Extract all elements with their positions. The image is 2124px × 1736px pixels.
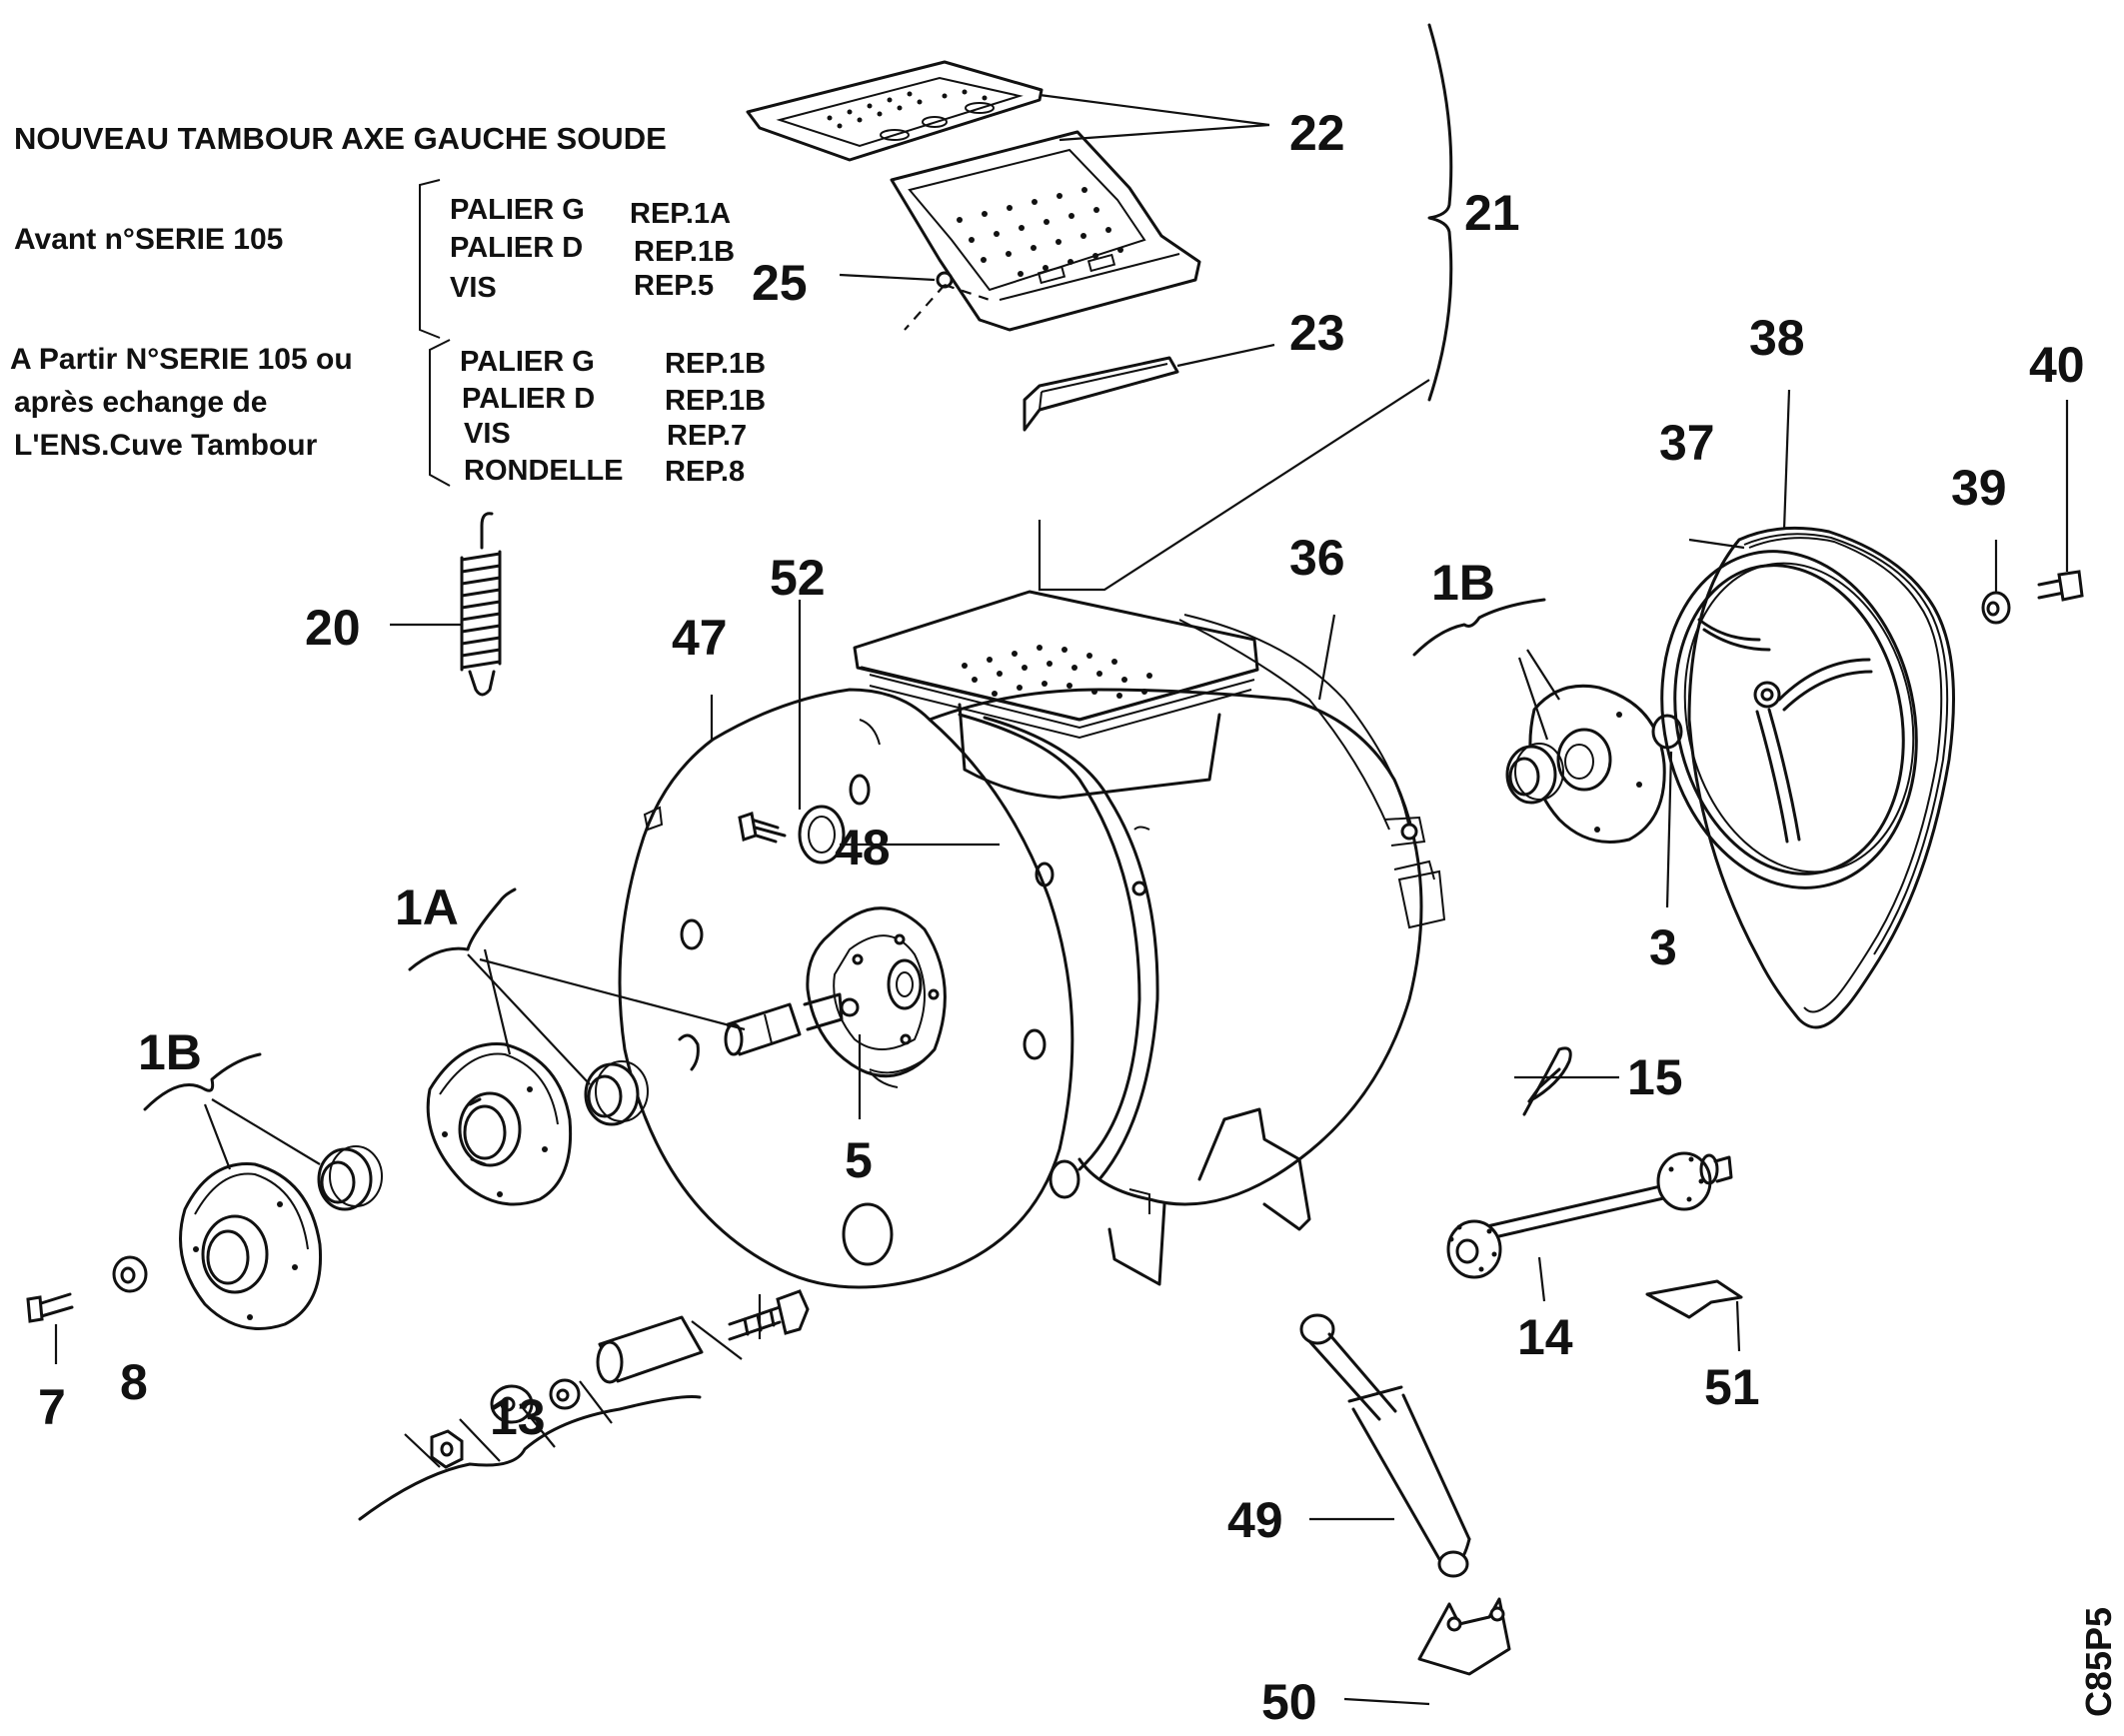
callout-37: 37 xyxy=(1659,415,1715,471)
part-22-drum-shell-panel xyxy=(890,130,1201,332)
before-item-ref-2: REP.1B xyxy=(634,236,736,268)
callout-36: 36 xyxy=(1289,530,1345,586)
brace-notes-after xyxy=(429,339,451,487)
before-item-part-1: PALIER G xyxy=(450,194,585,226)
before-item-ref-3: REP.5 xyxy=(634,270,715,302)
callout-47: 47 xyxy=(672,610,728,666)
callout-22: 22 xyxy=(1289,105,1345,161)
wavy-brace-1b-right xyxy=(1412,598,1546,657)
after-item-part-1: PALIER G xyxy=(460,346,595,378)
part-48-screw xyxy=(738,812,787,844)
callout-1b-right: 1B xyxy=(1431,555,1495,611)
part-40-screw xyxy=(2037,570,2084,602)
part-22-drum-cover xyxy=(746,60,1044,162)
after-item-ref-1: REP.1B xyxy=(665,348,767,380)
before-item-part-2: PALIER D xyxy=(450,232,584,264)
part-1a-bearing xyxy=(584,1060,649,1126)
callout-52: 52 xyxy=(770,550,826,606)
callout-21: 21 xyxy=(1464,185,1520,241)
figure-code: C85P5 xyxy=(2078,1607,2119,1717)
part-shaft xyxy=(678,992,860,1071)
note-title: NOUVEAU TAMBOUR AXE GAUCHE SOUDE xyxy=(14,121,667,156)
part-51-plate xyxy=(1645,1279,1743,1319)
part-14-damper-rod xyxy=(1446,1151,1733,1279)
callout-40: 40 xyxy=(2029,337,2085,393)
part-1b-bearing-left xyxy=(317,1145,383,1211)
part-20-suspension-spring xyxy=(460,512,502,697)
part-37-drum-pulley xyxy=(1660,550,1918,889)
after-item-part-2: PALIER D xyxy=(462,383,596,415)
wavy-brace-1a xyxy=(408,887,517,971)
callout-1a: 1A xyxy=(395,879,459,935)
callout-5: 5 xyxy=(845,1132,873,1188)
callout-25: 25 xyxy=(752,255,808,311)
part-1b-bearing-housing-left xyxy=(179,1162,323,1330)
tub-top-opening xyxy=(853,590,1259,800)
before-item-part-3: VIS xyxy=(450,272,497,304)
part-47-rear-tub-half xyxy=(618,688,1080,1289)
callout-38: 38 xyxy=(1749,310,1805,366)
note-after-line-1: A Partir N°SERIE 105 ou xyxy=(10,343,353,376)
callout-14: 14 xyxy=(1517,1309,1573,1365)
callout-23: 23 xyxy=(1289,305,1345,361)
part-7-screw xyxy=(26,1292,74,1323)
callout-1b-left: 1B xyxy=(138,1024,202,1080)
wavy-brace-1b-left xyxy=(143,1052,262,1111)
callout-13: 13 xyxy=(490,1389,546,1445)
part-13-fixing-set xyxy=(430,1289,810,1469)
part-8-washer xyxy=(112,1255,148,1293)
part-23-drum-paddle xyxy=(1023,356,1179,432)
leader-lines xyxy=(54,93,2069,1706)
wavy-brace-13 xyxy=(358,1395,702,1521)
part-38-drive-belt xyxy=(1687,526,1955,1029)
after-item-ref-4: REP.8 xyxy=(665,456,746,488)
callout-labels: 22 21 25 23 38 40 37 39 20 52 36 47 1B 4… xyxy=(38,105,2085,1730)
before-item-ref-1: REP.1A xyxy=(630,198,732,230)
callout-51: 51 xyxy=(1704,1359,1760,1415)
part-39-washer xyxy=(1981,591,2011,625)
after-item-part-3: VIS xyxy=(464,418,511,450)
after-item-part-4: RONDELLE xyxy=(464,455,624,487)
after-item-ref-2: REP.1B xyxy=(665,385,767,417)
callout-15: 15 xyxy=(1627,1049,1683,1105)
part-49-shock-absorber xyxy=(1299,1313,1471,1578)
part-36-front-tub-half xyxy=(928,614,1446,1286)
brace-notes-before xyxy=(419,179,441,339)
part-15-clip xyxy=(1522,1046,1572,1116)
part-1a-bearing-housing xyxy=(426,1042,573,1206)
callout-3: 3 xyxy=(1649,919,1677,975)
callout-7: 7 xyxy=(38,1379,66,1435)
note-after-line-2: après echange de xyxy=(14,386,268,419)
part-50-bracket xyxy=(1417,1597,1511,1676)
note-before-series: Avant n°SERIE 105 xyxy=(14,223,284,256)
part-25-screw xyxy=(936,271,954,289)
part-1b-bearing-right xyxy=(1505,743,1564,805)
note-after-line-3: L'ENS.Cuve Tambour xyxy=(14,429,318,462)
callout-8: 8 xyxy=(120,1354,148,1410)
callout-48: 48 xyxy=(835,820,891,875)
callout-20: 20 xyxy=(305,600,361,656)
callout-50: 50 xyxy=(1261,1674,1317,1730)
callout-49: 49 xyxy=(1227,1492,1283,1548)
brace-21 xyxy=(1427,23,1453,402)
after-item-ref-3: REP.7 xyxy=(667,420,748,452)
callout-39: 39 xyxy=(1951,460,2007,516)
